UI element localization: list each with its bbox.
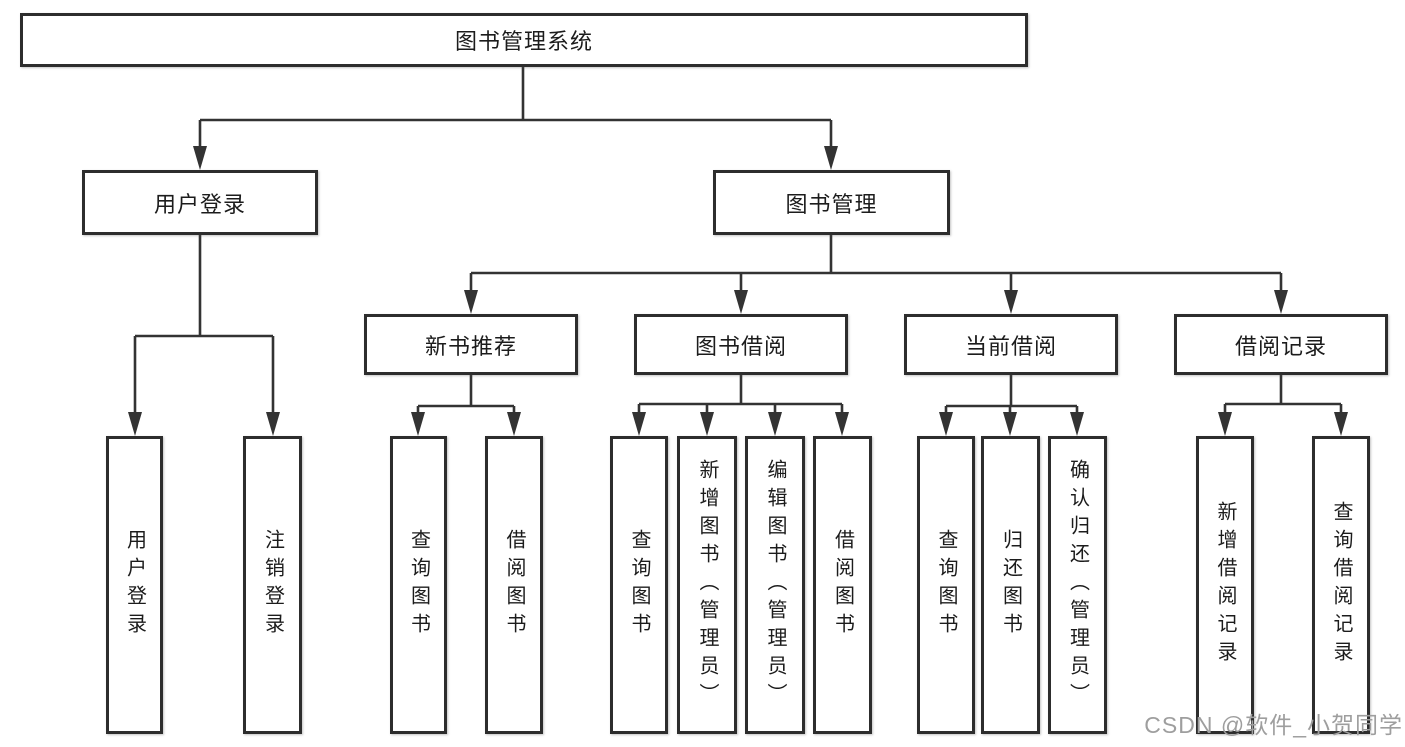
node-new-book-recommendation: 新书推荐: [364, 314, 578, 375]
node-label: 新增借阅记录: [1214, 501, 1236, 669]
node-label: 借阅记录: [1234, 333, 1327, 359]
node-current-borrowing: 当前借阅: [904, 314, 1118, 375]
node-label: 用户登录: [123, 529, 146, 641]
node-label: 图书管理: [785, 191, 878, 217]
node-label: 图书管理系统: [454, 29, 593, 54]
node-label: 注销登录: [261, 529, 284, 641]
leaf-edit-books-admin: 编辑图书（管理员）: [745, 436, 805, 734]
node-label: 归还图书: [999, 529, 1022, 641]
leaf-add-books-admin: 新增图书（管理员）: [677, 436, 737, 734]
node-label: 查询图书: [935, 529, 957, 641]
node-label: 当前借阅: [964, 333, 1057, 359]
leaf-add-borrow-record: 新增借阅记录: [1196, 436, 1254, 734]
node-label: 新增图书（管理员）: [696, 459, 718, 711]
node-label: 查询图书: [407, 529, 430, 641]
node-borrowing-records: 借阅记录: [1174, 314, 1388, 375]
node-label: 编辑图书（管理员）: [764, 459, 786, 711]
node-label: 图书借阅: [694, 333, 787, 359]
leaf-query-borrow-record: 查询借阅记录: [1312, 436, 1370, 734]
node-label: 查询图书: [628, 529, 650, 641]
node-root-library-system: 图书管理系统: [20, 13, 1028, 67]
node-label: 用户登录: [153, 191, 246, 217]
leaf-confirm-return-admin: 确认归还（管理员）: [1048, 436, 1107, 734]
node-book-management: 图书管理: [713, 170, 950, 235]
node-user-login: 用户登录: [82, 170, 318, 235]
node-label: 确认归还（管理员）: [1066, 459, 1089, 711]
node-label: 借阅图书: [831, 529, 854, 641]
leaf-logout: 注销登录: [243, 436, 302, 734]
leaf-borrow-books-recommend: 借阅图书: [485, 436, 543, 734]
leaf-query-books-recommend: 查询图书: [390, 436, 447, 734]
leaf-user-login: 用户登录: [106, 436, 163, 734]
node-label: 新书推荐: [424, 333, 517, 359]
leaf-query-books-borrow: 查询图书: [610, 436, 668, 734]
node-label: 查询借阅记录: [1330, 501, 1352, 669]
leaf-query-books-current: 查询图书: [917, 436, 975, 734]
node-book-borrowing: 图书借阅: [634, 314, 848, 375]
leaf-borrow-books: 借阅图书: [813, 436, 872, 734]
node-label: 借阅图书: [503, 529, 525, 641]
leaf-return-books: 归还图书: [981, 436, 1040, 734]
